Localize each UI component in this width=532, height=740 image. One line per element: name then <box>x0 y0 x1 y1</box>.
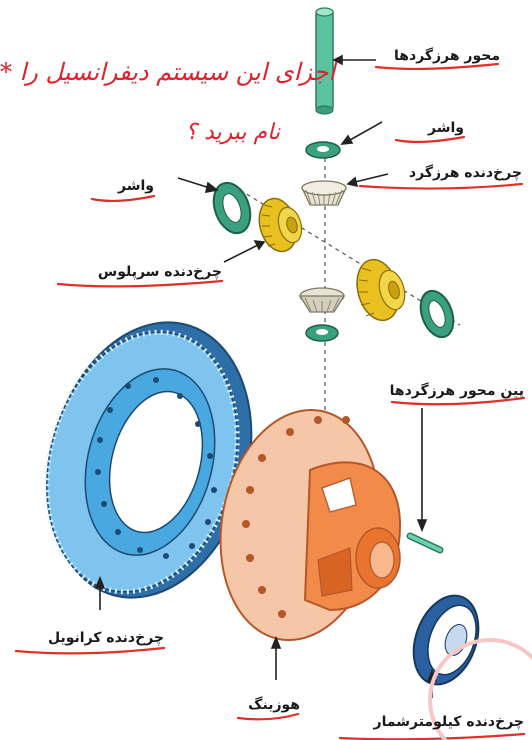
idler-gear-top <box>302 181 346 205</box>
label-side-gear: چرخ‌دنده سرپلوس <box>60 264 222 280</box>
washer-left <box>207 178 257 238</box>
label-ring-gear: چرخ‌دنده کرانویل <box>16 630 164 646</box>
side-gear-right <box>351 255 409 325</box>
washer-top <box>306 142 340 158</box>
label-pin: پین محور هرزگردها <box>378 383 524 399</box>
handwritten-note-line1: * اجزای این سیستم دیفرانسیل را <box>0 58 276 86</box>
idler-shaft-pin <box>410 536 440 550</box>
label-axle-pin: محور هرزگردها <box>378 48 500 64</box>
label-speedometer-gear: چرخ‌دنده کیلومترشمار <box>338 714 524 730</box>
label-idler-gear: چرخ‌دنده هرزگرد <box>362 165 522 181</box>
handwritten-note-line2: نام ببرید ؟ <box>180 120 280 145</box>
label-washer-top: واشر <box>400 120 464 136</box>
label-washer-left: واشر <box>92 178 154 194</box>
washer-bottom <box>306 325 338 341</box>
washer-right <box>415 286 460 341</box>
label-housing: هوزینگ <box>236 697 300 713</box>
idler-gear-bottom <box>300 288 344 312</box>
